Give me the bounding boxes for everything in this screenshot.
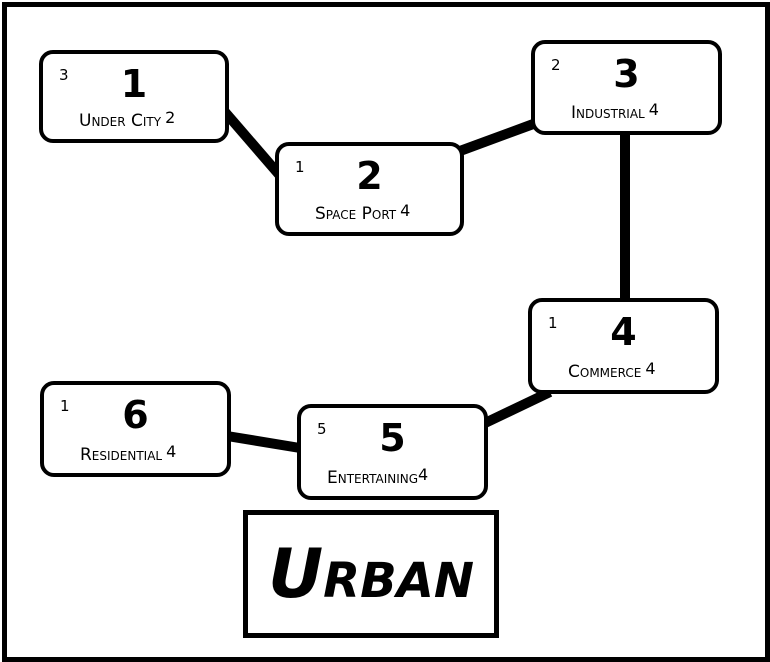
- node-number: 3: [613, 52, 640, 96]
- node-label-text: Under City: [79, 111, 162, 131]
- connector-2-3: [458, 118, 538, 156]
- node-trail-number: 4: [400, 201, 411, 220]
- node-label-text: Industrial: [571, 103, 645, 123]
- node-corner-number: 2: [551, 56, 561, 74]
- node-label-text: Space Port: [315, 204, 397, 224]
- node-number: 2: [356, 154, 383, 198]
- node-number: 1: [120, 62, 148, 106]
- node-number: 5: [379, 416, 406, 460]
- node-corner-number: 1: [548, 314, 558, 332]
- node-trail-number: 4: [166, 442, 177, 461]
- connector-1-2: [221, 108, 286, 182]
- node-number: 4: [610, 310, 637, 354]
- node-entertaining: 5 5 Entertaining4: [297, 404, 488, 500]
- node-label: Entertaining4: [327, 465, 429, 488]
- node-label-text: Commerce: [568, 362, 642, 382]
- node-label-text: Residential: [80, 445, 163, 465]
- node-corner-number: 1: [295, 158, 305, 176]
- node-trail-number: 4: [418, 465, 429, 484]
- node-number: 6: [122, 393, 149, 437]
- node-label-text: Entertaining: [327, 468, 419, 488]
- node-corner-number: 1: [60, 397, 70, 415]
- node-trail-number: 4: [645, 359, 656, 378]
- connector-4-5: [480, 387, 553, 429]
- connector-5-6: [226, 431, 301, 453]
- node-corner-number: 5: [317, 420, 327, 438]
- diagram-title: Urban: [267, 535, 475, 614]
- node-trail-number: 4: [648, 100, 659, 119]
- title-box: Urban: [243, 510, 499, 638]
- node-corner-number: 3: [59, 66, 69, 84]
- node-trail-number: 2: [165, 108, 176, 127]
